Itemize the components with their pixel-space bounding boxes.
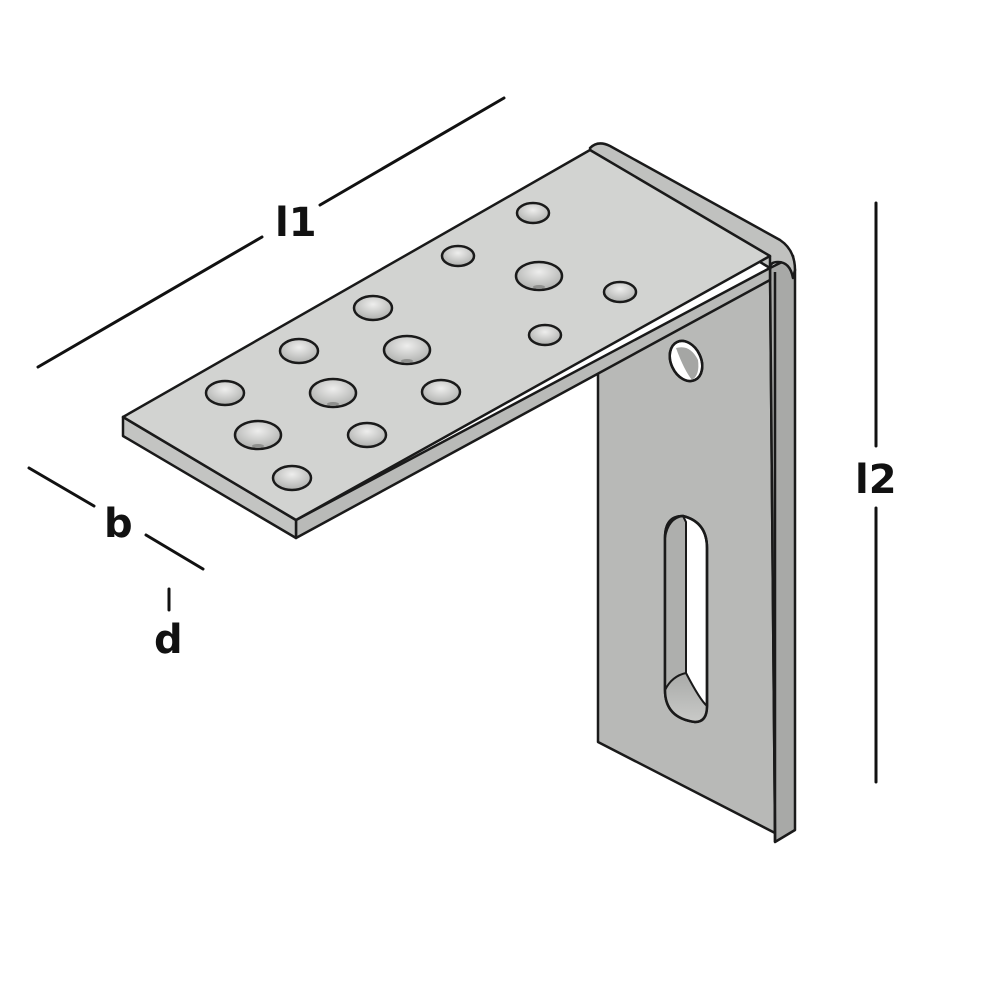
hole — [271, 464, 313, 492]
horizontal-leg-holes — [204, 201, 638, 492]
hole — [602, 280, 638, 304]
vertical-leg — [596, 254, 797, 844]
hole — [233, 419, 283, 451]
hole — [382, 334, 432, 366]
vertical-leg-slot — [663, 514, 709, 724]
label-l1: l1 — [275, 200, 317, 246]
dimension-line-b-left — [27, 466, 96, 508]
hole — [514, 260, 564, 292]
horizontal-leg — [121, 142, 797, 540]
dimension-line-l1-right — [318, 96, 506, 207]
hole — [352, 294, 394, 322]
dimension-b — [27, 466, 205, 571]
hole — [420, 378, 462, 406]
hole — [346, 421, 388, 449]
hole — [204, 379, 246, 407]
hole — [515, 201, 551, 225]
dimension-line-l1-left — [36, 235, 264, 369]
hole — [308, 377, 358, 409]
hole — [278, 337, 320, 365]
dimension-l1 — [36, 96, 506, 369]
label-l2: l2 — [855, 457, 897, 503]
label-d: d — [154, 617, 183, 663]
label-b: b — [104, 501, 133, 547]
hole — [440, 244, 476, 268]
dimension-line-b-right — [144, 533, 205, 571]
hole — [527, 323, 563, 347]
vertical-leg-hole — [668, 339, 704, 383]
